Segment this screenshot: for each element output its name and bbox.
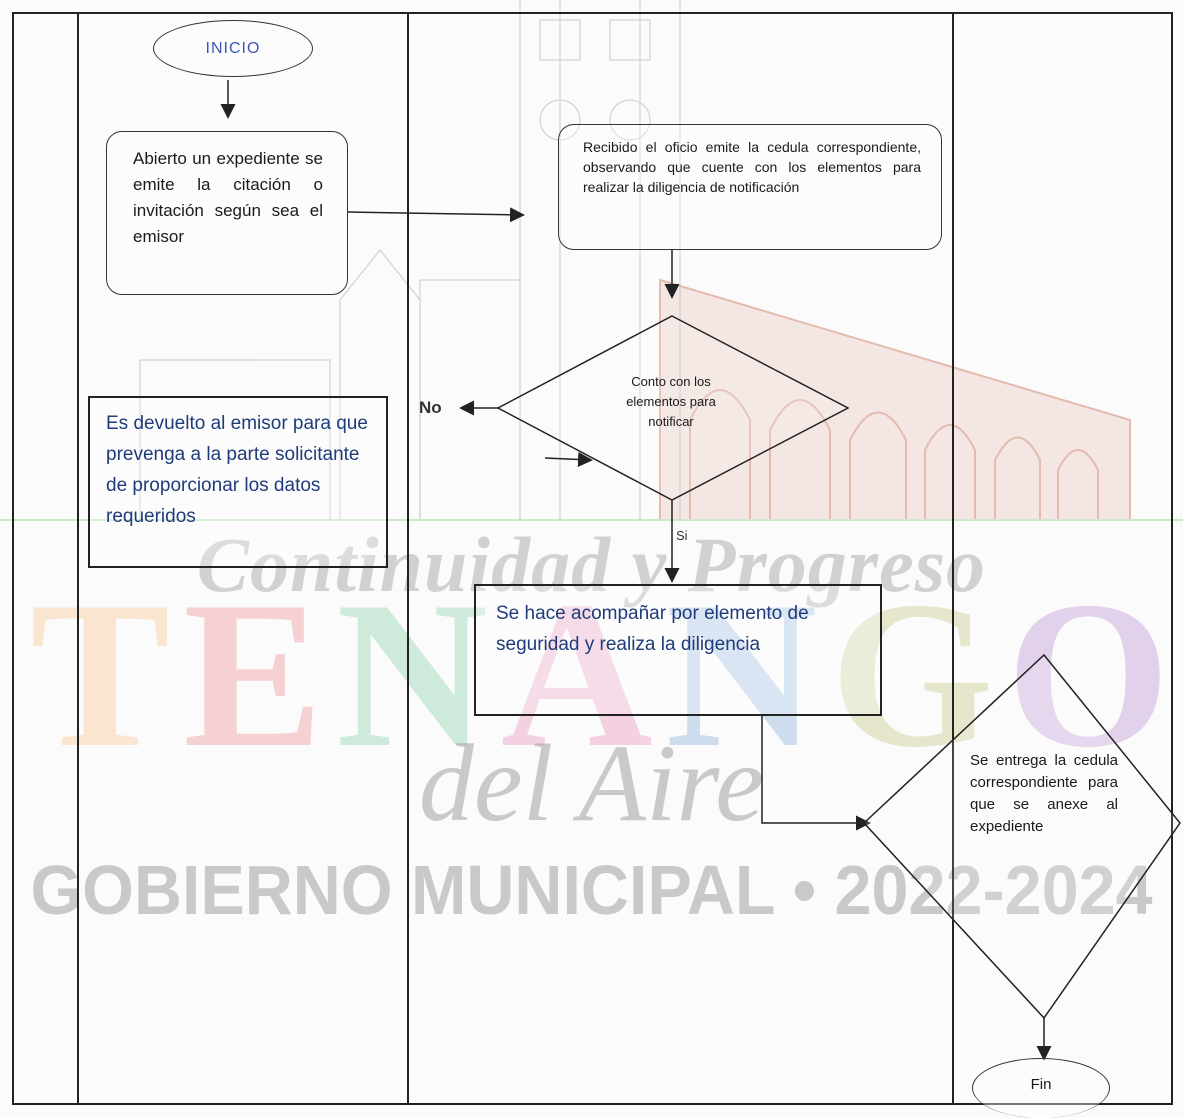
step-open-expediente: Abierto un expediente se emite la citaci… [106, 131, 348, 295]
arrow-step1-to-step2 [347, 207, 525, 223]
lane-border-left [12, 12, 14, 1105]
lane-divider-1 [77, 12, 79, 1105]
arrow-into-decision1 [544, 451, 593, 467]
decision2-text: Se entrega la cedula correspondiente par… [970, 752, 1118, 835]
lane-border-top [12, 12, 1173, 14]
watermark-letter: E [183, 559, 324, 791]
step-open-expediente-text: Abierto un expediente se emite la citaci… [133, 149, 323, 246]
watermark-del-aire: del Aire [418, 722, 765, 844]
label-no: No [419, 398, 442, 417]
watermark-letter: A [500, 559, 653, 791]
watermark-letter: O [1006, 559, 1170, 791]
step-recibido-oficio: Recibido el oficio emite la cedula corre… [558, 124, 942, 250]
decision1-diamond [496, 315, 850, 501]
lane-divider-3 [952, 12, 954, 1105]
decision1-text: Conto con los elementos para notificar [626, 374, 716, 429]
step-devuelto-emisor-text: Es devuelto al emisor para que prevenga … [106, 413, 368, 527]
step-devuelto-emisor: Es devuelto al emisor para que prevenga … [88, 396, 388, 568]
step-recibido-oficio-text: Recibido el oficio emite la cedula corre… [583, 139, 921, 195]
label-si: Si [676, 528, 688, 543]
arrow-step3-to-decision2 [761, 715, 871, 831]
watermark-slogan: Continuidad y Progreso [196, 521, 987, 608]
watermark-letter: T [30, 559, 171, 791]
watermark-letter: G [830, 559, 994, 791]
watermark-letter: N [665, 559, 818, 791]
start-terminal: INICIO [153, 20, 313, 77]
end-terminal: Fin [972, 1058, 1110, 1118]
watermark-letter: N [336, 559, 488, 791]
watermark-gobierno: GOBIERNO MUNICIPAL • 2022-2024 [30, 851, 1153, 929]
start-label: INICIO [205, 39, 261, 57]
step-acompanar: Se hace acompañar por elemento de seguri… [474, 584, 882, 716]
lane-divider-2 [407, 12, 409, 1105]
end-label: Fin [1030, 1076, 1052, 1093]
lane-border-right [1171, 12, 1173, 1105]
lane-border-bottom [12, 1103, 1173, 1105]
decision2-diamond [862, 653, 1181, 1020]
step-acompanar-text: Se hace acompañar por elemento de seguri… [496, 603, 809, 655]
